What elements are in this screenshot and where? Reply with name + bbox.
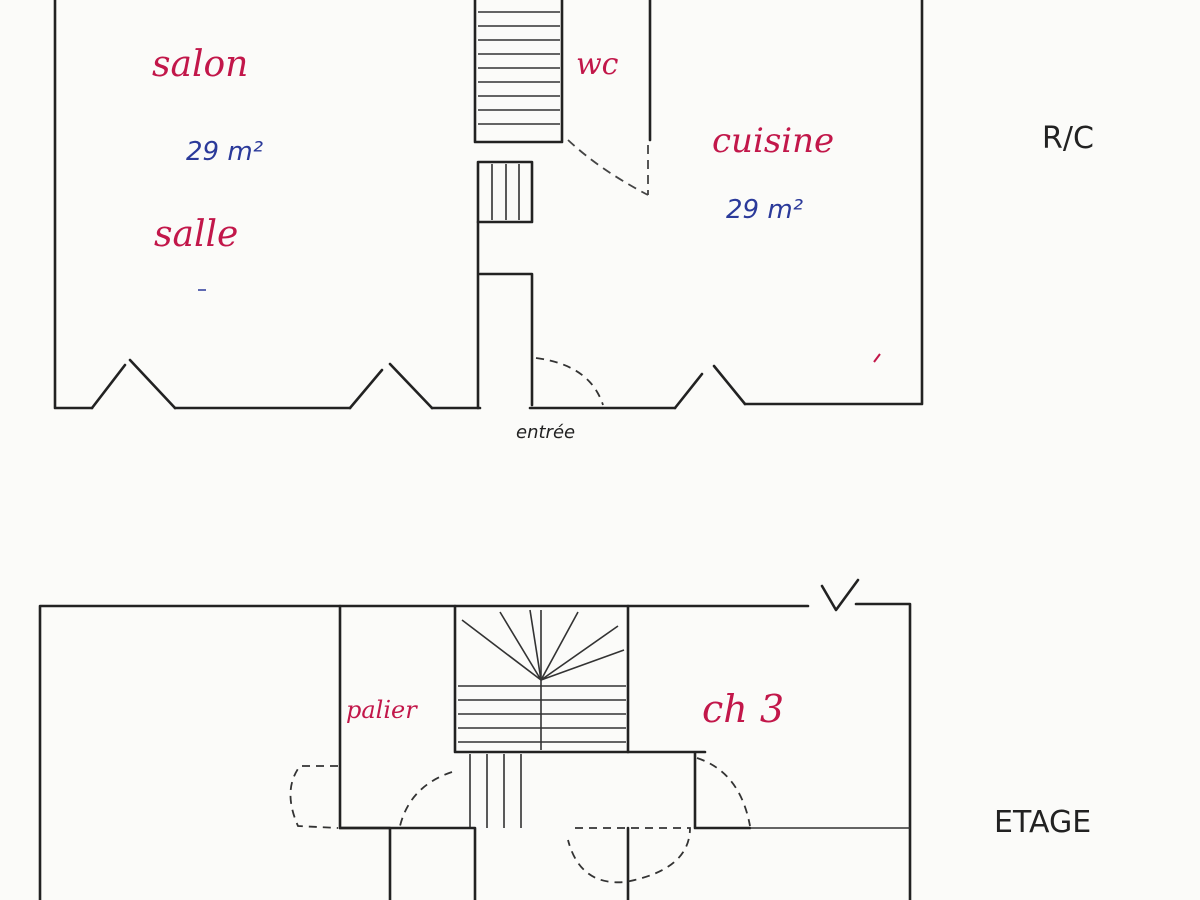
room-label-palier: palier xyxy=(346,696,418,724)
landing-wall xyxy=(338,826,477,900)
ch3-wall xyxy=(626,750,752,830)
level-label-upper: ETAGE xyxy=(994,805,1091,840)
wc-door xyxy=(567,139,649,196)
window-cuisine xyxy=(673,364,747,410)
level-label-ground: R/C xyxy=(1042,121,1094,156)
ground-floor-staircase xyxy=(473,0,564,224)
door-swing-left xyxy=(289,765,339,829)
window-salon-1 xyxy=(90,358,177,410)
window-upper-top xyxy=(820,578,860,612)
door-swing-palier xyxy=(399,771,453,827)
stray-mark xyxy=(873,353,881,363)
room-label-salon: salon xyxy=(152,44,248,85)
upper-floor-staircase xyxy=(453,604,630,828)
room-label-cuisine: cuisine xyxy=(712,121,834,161)
room-label-salle: salle xyxy=(154,214,238,255)
door-swing-bottom xyxy=(567,827,691,884)
room-label-wc: wc xyxy=(576,47,619,82)
ground-floor-outer-wall xyxy=(53,0,924,410)
door-swing-ch3 xyxy=(696,757,751,827)
window-salon-2 xyxy=(348,362,434,410)
upper-floor-plan: palier ch 3 ETAGE xyxy=(38,578,1091,900)
upper-floor-outer-wall xyxy=(38,602,912,900)
ground-floor-plan: salon 29 m² salle wc cuisine 29 m² entré… xyxy=(53,0,1094,443)
room-label-ch3: ch 3 xyxy=(702,687,784,731)
corridor-wall xyxy=(476,220,534,410)
entrance-label: entrée xyxy=(516,422,575,443)
room-area-cuisine: 29 m² xyxy=(726,195,803,225)
entrance-door-swing xyxy=(535,357,604,406)
palier-wall xyxy=(338,604,392,900)
room-area-salon: 29 m² xyxy=(186,137,263,167)
